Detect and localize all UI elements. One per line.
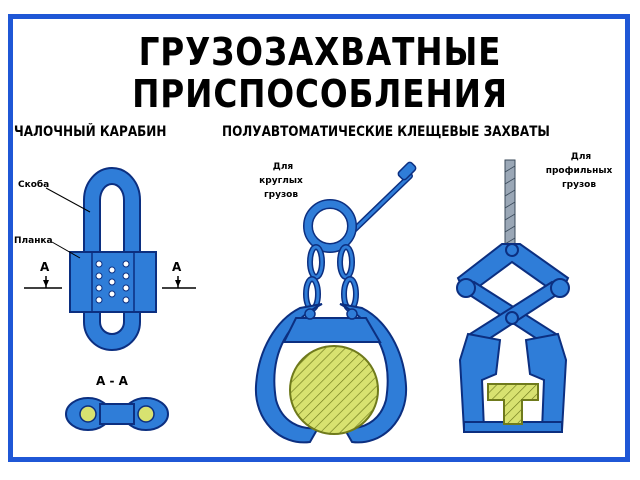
round-load-clamp: [254, 161, 417, 444]
round-clamp-caption-1: Для: [272, 162, 294, 172]
bracket-callout-line: [45, 187, 91, 213]
clamp-left-profile-jaw: [458, 332, 502, 431]
poster-title-line-1: ГРУЗОЗАХВАТНЫЕ: [138, 30, 502, 74]
section-mark-left: [24, 276, 62, 289]
clamp-pivots: [304, 308, 358, 320]
clamp-right-jaw: [339, 303, 408, 444]
carabiner-section-view: [65, 397, 169, 431]
section-view-title: А - А: [96, 374, 128, 388]
heading-clamps: ПОЛУАВТОМАТИЧЕСКИЕ КЛЕЩЕВЫЕ ЗАХВАТЫ: [222, 124, 550, 140]
section-label-left: А: [40, 260, 50, 274]
round-clamp-caption-2: круглых: [259, 176, 303, 186]
clamp-cross-plate: [282, 317, 382, 343]
round-load: [289, 345, 379, 435]
profile-clamp-caption-2: профильных: [545, 166, 613, 176]
profile-load-clamp: [456, 159, 570, 433]
bracket-label: Скоба: [18, 180, 50, 190]
profile-clamp-pivots: [456, 243, 570, 325]
clamp-chain-links: [303, 244, 359, 312]
plate-callout-line: [51, 241, 81, 259]
clamp-left-jaw: [254, 303, 323, 444]
clamp-right-profile-jaw: [524, 332, 568, 431]
carabiner-rivets: [95, 260, 130, 304]
carabiner-drawing: [24, 167, 196, 351]
poster-title-line-2: ПРИСПОСОБЛЕНИЯ: [132, 72, 508, 116]
clamp-handle-grip: [397, 161, 417, 181]
section-label-right: А: [172, 260, 182, 274]
poster-frame: [8, 14, 630, 462]
round-clamp-caption-3: грузов: [263, 190, 299, 200]
profile-load: [487, 383, 539, 425]
profile-clamp-caption-3: грузов: [561, 180, 597, 190]
plate-label: Планка: [14, 236, 53, 246]
profile-clamp-caption-1: Для: [570, 152, 592, 162]
heading-carabiner: ЧАЛОЧНЫЙ КАРАБИН: [14, 124, 167, 140]
